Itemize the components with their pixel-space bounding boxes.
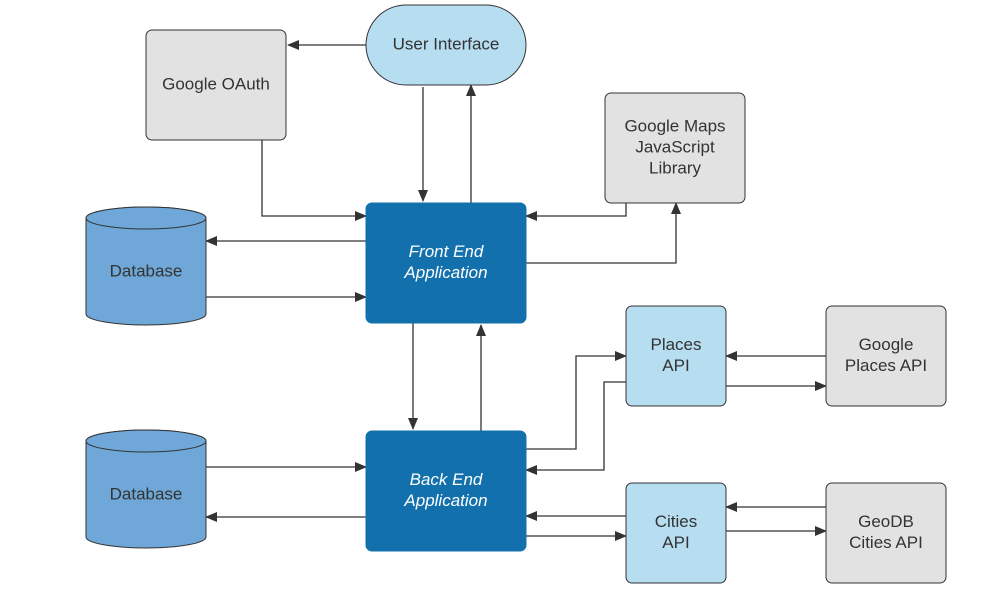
node-user-interface: User Interface (365, 4, 527, 86)
node-database-top: Database (85, 206, 207, 326)
node-back-end-label-line-1: Back End (410, 470, 483, 489)
node-user-interface-label-line-1: User Interface (393, 34, 500, 53)
node-geodb-shape (825, 482, 947, 584)
node-google-oauth-shape (145, 29, 287, 141)
node-database-bottom-cylinder-top (85, 429, 207, 453)
node-front-end-label-line-2: Application (403, 263, 487, 282)
edge-back-end-to-places-api (526, 351, 627, 450)
node-google-maps-label-line-1: Google Maps (624, 116, 725, 135)
node-google-maps-label-line-2: JavaScript (635, 137, 715, 156)
node-google-oauth-label-line-1: Google OAuth (162, 74, 270, 93)
node-back-end-label-line-2: Application (403, 491, 487, 510)
edge-front-end-to-google-maps (526, 202, 681, 264)
node-user-interface-shape (365, 4, 527, 86)
node-geodb: GeoDB Cities API (825, 482, 947, 584)
node-google-places-label-line-1: Google (859, 335, 914, 354)
node-cities-api-label-line-1: Cities (655, 512, 698, 531)
node-cities-api-shape (625, 482, 727, 584)
node-front-end-shape (365, 202, 527, 324)
node-database-bottom: Database (85, 429, 207, 549)
node-google-maps-label-line-3: Library (649, 158, 701, 177)
edge-google-oauth-to-front-end (261, 140, 367, 221)
node-front-end-label-line-1: Front End (409, 242, 484, 261)
node-google-oauth: Google OAuth (145, 29, 287, 141)
node-cities-api-label-line-2: API (662, 533, 689, 552)
node-places-api-label-line-1: Places (650, 335, 701, 354)
node-database-top-cylinder-top (85, 206, 207, 230)
node-google-places-shape (825, 305, 947, 407)
edge-places-api-to-back-end (525, 381, 626, 475)
node-places-api-label-line-2: API (662, 356, 689, 375)
edge-google-maps-to-front-end (525, 203, 627, 221)
node-geodb-label-line-2: Cities API (849, 533, 923, 552)
node-geodb-label-line-1: GeoDB (858, 512, 914, 531)
node-database-top-label-line-1: Database (110, 261, 183, 280)
node-places-api-shape (625, 305, 727, 407)
node-back-end-shape (365, 430, 527, 552)
node-google-maps-shape (604, 92, 746, 204)
node-google-places-label-line-2: Places API (845, 356, 927, 375)
node-database-bottom-label-line-1: Database (110, 484, 183, 503)
edges-layer (205, 40, 827, 541)
